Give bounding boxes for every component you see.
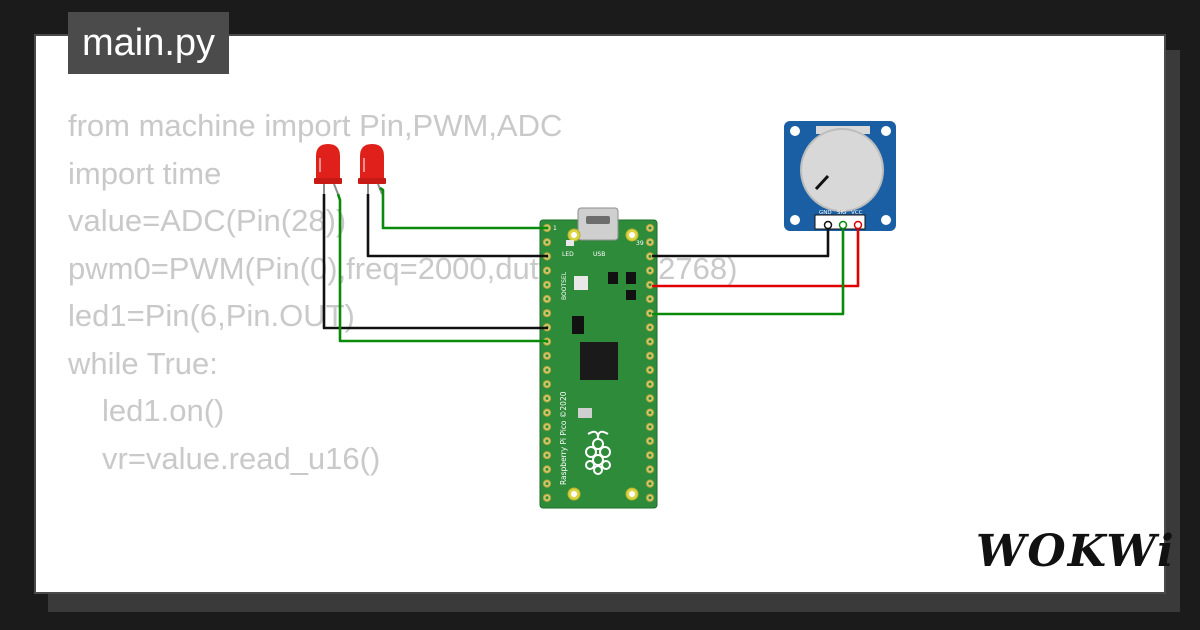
code-line: while True:	[68, 345, 218, 381]
pin-hole	[545, 396, 549, 400]
pin-hole	[648, 240, 652, 244]
pin-hole	[648, 226, 652, 230]
pin-hole	[545, 439, 549, 443]
pin-hole	[648, 496, 652, 500]
pin-hole	[648, 283, 652, 287]
code-line: from machine import Pin,PWM,ADC	[68, 108, 563, 143]
pin-hole	[545, 453, 549, 457]
pin-hole	[648, 269, 652, 273]
pin-hole	[648, 382, 652, 386]
pin-hole	[648, 453, 652, 457]
pin-hole	[545, 411, 549, 415]
usb-label: USB	[593, 251, 605, 258]
knob[interactable]	[800, 128, 884, 212]
pin-hole	[545, 382, 549, 386]
pin-hole	[545, 240, 549, 244]
pin-hole	[545, 354, 549, 358]
board-name-label: Raspberry Pi Pico ©2020	[559, 391, 568, 485]
pin-hole	[648, 254, 652, 258]
wires	[322, 186, 860, 343]
pin-hole	[545, 467, 549, 471]
pin-hole	[648, 396, 652, 400]
pin-hole	[648, 425, 652, 429]
wire-led2-gnd	[366, 194, 548, 258]
raspberry-pi-pico[interactable]: 1 39 LED USB BOOTSEL Raspberry Pi Pico ©…	[539, 207, 658, 509]
wire-pot-sig	[652, 225, 845, 316]
red-led-2[interactable]	[358, 144, 386, 195]
pin-label-1: 1	[553, 225, 557, 232]
pot-pin-gnd: GND	[819, 210, 832, 216]
pin-hole	[545, 283, 549, 287]
potentiometer[interactable]: GND SIG VCC	[784, 121, 896, 231]
pin-label-39: 39	[636, 240, 644, 247]
pin-hole	[648, 325, 652, 329]
code-line: led1=Pin(6,Pin.OUT)	[68, 298, 355, 333]
pin-hole	[545, 482, 549, 486]
pin-hole	[545, 425, 549, 429]
pin-hole	[648, 354, 652, 358]
led-label: LED	[562, 251, 574, 258]
pin-hole	[648, 297, 652, 301]
pin-hole	[545, 368, 549, 372]
wire-led1-to-gp6	[336, 193, 548, 343]
wokwi-logo: WOKWi	[976, 526, 1176, 577]
file-tab[interactable]: main.py	[68, 12, 230, 74]
code-line: value=ADC(Pin(28))	[68, 203, 347, 238]
code-line: import time	[68, 155, 222, 191]
wire-led1-gnd	[322, 194, 548, 330]
wire-pot-gnd	[652, 225, 830, 258]
pin-hole	[648, 467, 652, 471]
wire-pot-vcc	[652, 225, 860, 288]
pot-pin-sig: SIG	[837, 210, 846, 216]
pin-hole	[648, 411, 652, 415]
code-line: vr=value.read_u16()	[102, 440, 381, 476]
pin-header	[542, 223, 655, 502]
pin-hole	[545, 297, 549, 301]
pin-hole	[648, 311, 652, 315]
red-led-1[interactable]	[314, 144, 342, 195]
pot-pin-vcc: VCC	[851, 210, 863, 216]
pin-hole	[648, 439, 652, 443]
pin-hole	[648, 482, 652, 486]
pin-hole	[545, 269, 549, 273]
code-line: led1.on()	[102, 393, 225, 428]
pin-hole	[545, 496, 549, 500]
pin-hole	[545, 311, 549, 315]
wire-endpoints	[823, 220, 863, 230]
pin-hole	[648, 368, 652, 372]
bootsel-label: BOOTSEL	[561, 271, 568, 300]
pin-hole	[648, 340, 652, 344]
raspberry-logo-icon	[585, 430, 611, 475]
wire-led2-to-gp0	[379, 186, 548, 230]
